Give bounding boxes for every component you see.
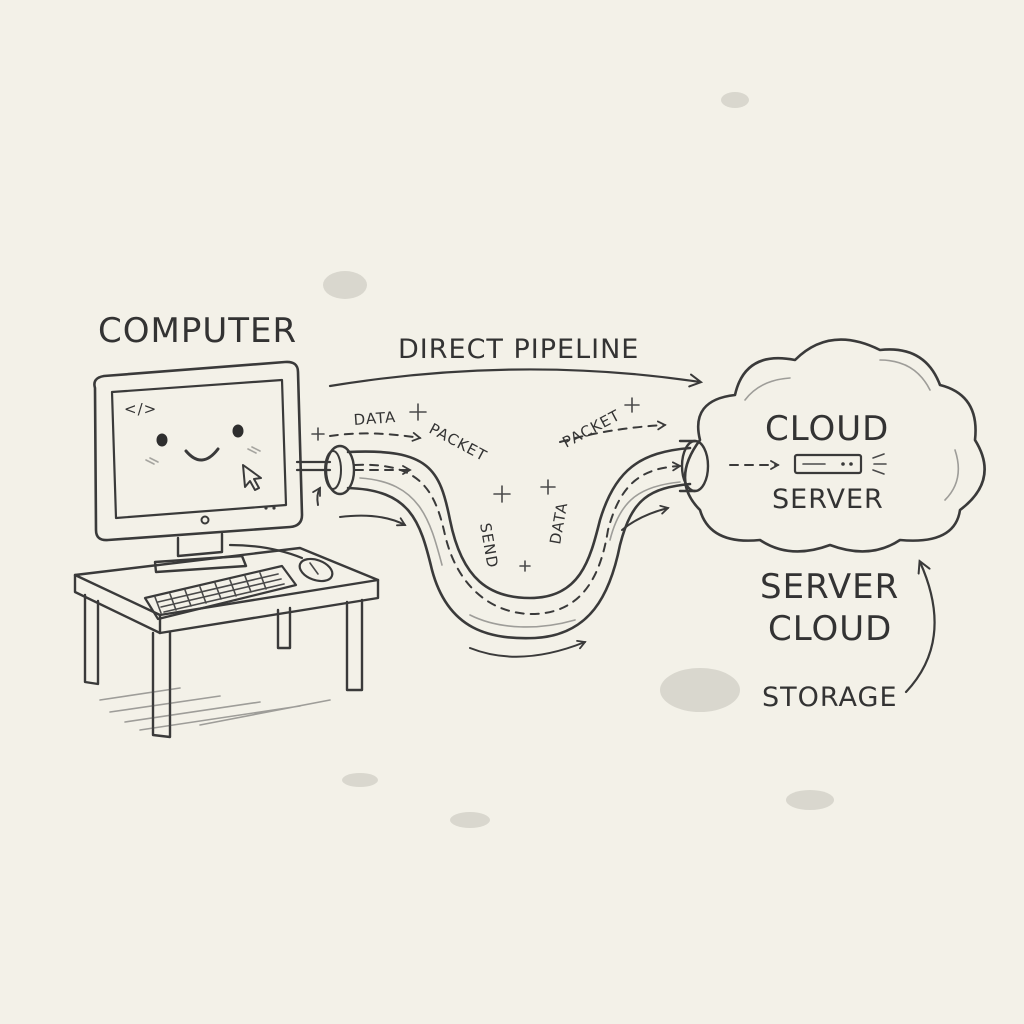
direct-pipeline-label: DIRECT PIPELINE (398, 334, 639, 365)
server-icon (793, 453, 887, 475)
data-label-1: DATA (353, 408, 397, 429)
pipeline-tube (324, 439, 710, 640)
cloud-label: CLOUD (765, 409, 889, 449)
sparkle-icons (311, 397, 640, 572)
mouse (228, 543, 334, 583)
packet-label-2: PACKET (559, 406, 623, 451)
paper-smudges (323, 92, 834, 828)
data-label-2: DATA (546, 501, 571, 546)
computer-label: COMPUTER (98, 311, 297, 351)
cloud-shape (683, 338, 986, 553)
server-label: SERVER (772, 484, 884, 515)
send-label: SEND (476, 522, 502, 570)
server-cloud-label-line2: CLOUD (768, 609, 892, 649)
server-cloud-label-line1: SERVER (760, 567, 899, 607)
keyboard (143, 564, 298, 621)
cursor-icon (242, 464, 262, 491)
smiley-face (145, 424, 261, 465)
storage-label: STORAGE (762, 682, 898, 713)
computer-monitor (93, 360, 332, 574)
packet-label-1: PACKET (426, 420, 490, 465)
code-tag-text: </> (124, 400, 157, 418)
